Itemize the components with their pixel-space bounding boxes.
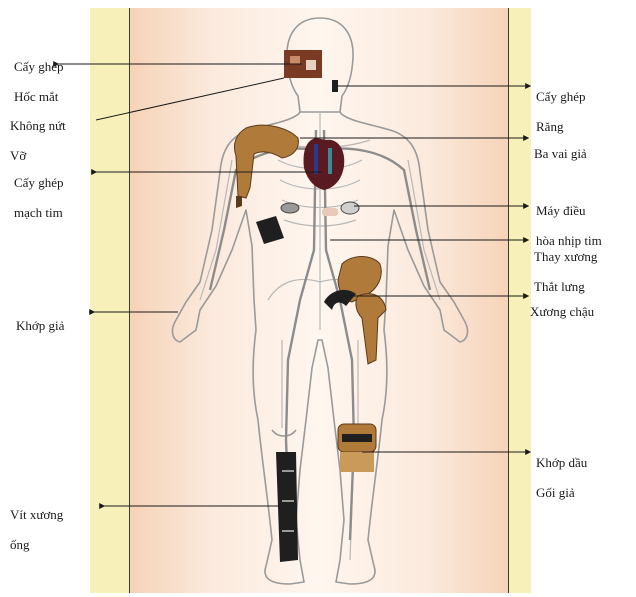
label-line: Khớp dầu xyxy=(536,455,587,470)
label-line: mạch tim xyxy=(14,205,63,220)
label-line: Cấy ghép xyxy=(14,59,63,74)
label-line: Khớp giả xyxy=(16,318,64,333)
label-tooth-implant: Cấy ghép Răng xyxy=(536,74,585,134)
label-line: Cấy ghép xyxy=(536,89,585,104)
label-line: Máy điều xyxy=(536,203,585,218)
label-line: Vít xương xyxy=(10,507,63,522)
label-knee-replacement: Khớp dầu Gối giả xyxy=(536,440,587,500)
label-line: Ba vai giả xyxy=(534,146,587,161)
label-lumbar-replacement: Thay xương Thắt lưng xyxy=(534,234,597,294)
label-artificial-joint: Khớp giả xyxy=(16,303,64,333)
label-line: Hốc mắt xyxy=(14,89,58,104)
heart-stent xyxy=(304,138,345,190)
label-line: Thay xương xyxy=(534,249,597,264)
label-shoulder-prosthesis: Ba vai giả xyxy=(534,131,587,161)
tooth-implant xyxy=(332,80,338,92)
leader-khong-nut-vo xyxy=(96,78,284,120)
knee-replacement xyxy=(338,424,376,472)
label-line: ống xyxy=(10,537,30,552)
shoulder-prosthesis xyxy=(234,125,298,208)
label-pelvis: Xương chậu xyxy=(530,289,594,319)
label-line: Xương chậu xyxy=(530,304,594,319)
label-heart-vessel-implant: Cấy ghép mạch tim xyxy=(14,160,63,220)
label-line: Không nứt xyxy=(10,118,66,133)
leader-lines xyxy=(58,64,530,506)
tibial-rod xyxy=(276,452,298,562)
label-eye-socket-implant: Cấy ghép Hốc mắt xyxy=(14,44,63,104)
label-line: Gối giả xyxy=(536,485,575,500)
label-no-fracture: Không nứt Vỡ xyxy=(10,103,66,163)
label-bone-screw: Vít xương ống xyxy=(10,492,63,552)
label-line: Cấy ghép xyxy=(14,175,63,190)
